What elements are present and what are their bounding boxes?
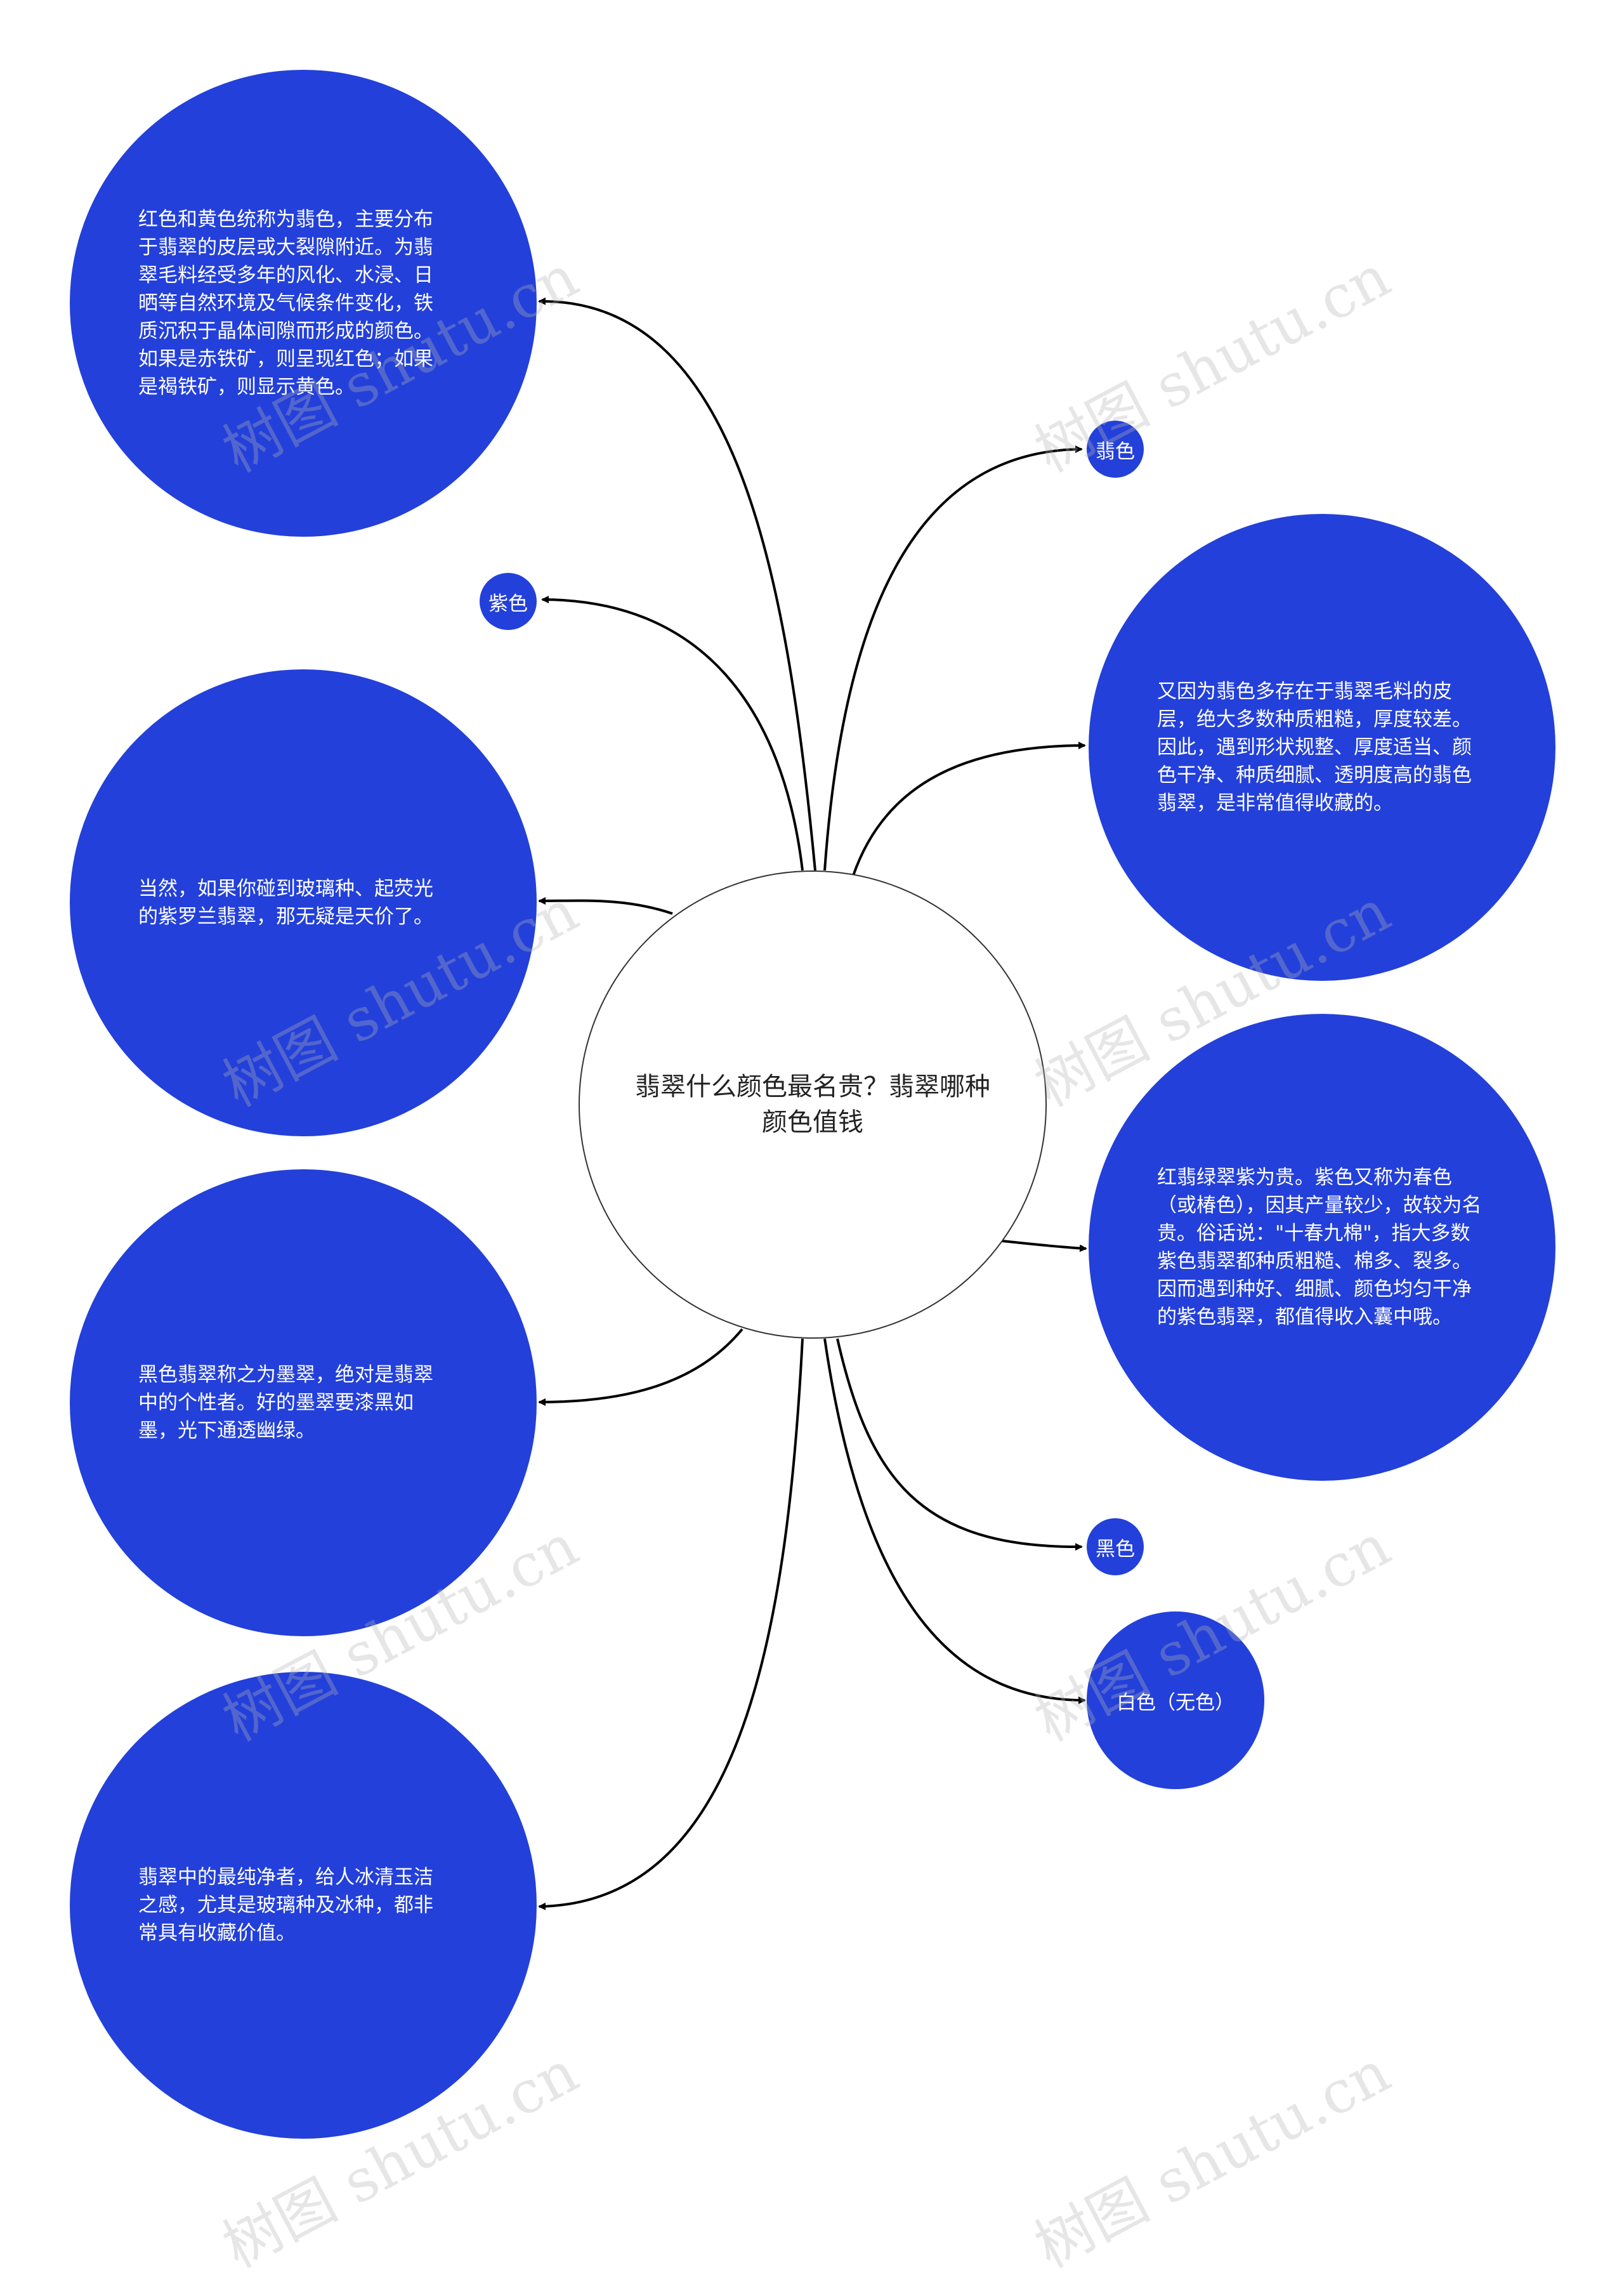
node-black-desc[interactable]: 黑色翡翠称之为墨翠，绝对是翡翠中的个性者。好的墨翠要漆黑如墨，光下通透幽绿。 bbox=[70, 1169, 537, 1636]
node-purple-label-text: 紫色 bbox=[488, 592, 528, 615]
node-purple-long-text: 红翡绿翠紫为贵。紫色又称为春色（或椿色），因其产量较少，故较为名贵。俗话说："十… bbox=[1157, 1166, 1482, 1329]
edge-black-label bbox=[836, 1338, 1083, 1551]
edge-white-label bbox=[823, 1338, 1086, 1704]
node-purple-desc-text: 当然，如果你碰到玻璃种、起荧光的紫罗兰翡翠，那无疑是天价了。 bbox=[138, 877, 433, 928]
node-red-yellow-text: 红色和黄色统称为翡色，主要分布于翡翠的皮层或大裂隙附近。为翡翠毛料经受多年的风化… bbox=[138, 208, 433, 398]
node-red-yellow[interactable]: 红色和黄色统称为翡色，主要分布于翡翠的皮层或大裂隙附近。为翡翠毛料经受多年的风化… bbox=[70, 70, 537, 537]
node-fei-label[interactable]: 翡色 bbox=[1087, 421, 1144, 478]
central-topic[interactable]: 翡翠什么颜色最名贵？翡翠哪种颜色值钱 bbox=[579, 870, 1047, 1339]
edge-fei-label bbox=[823, 445, 1083, 871]
node-purple-long[interactable]: 红翡绿翠紫为贵。紫色又称为春色（或椿色），因其产量较少，故较为名贵。俗话说："十… bbox=[1089, 1014, 1555, 1481]
node-black-label-text: 黑色 bbox=[1096, 1537, 1135, 1561]
connector-lines bbox=[538, 297, 1087, 1910]
edge-fei-desc bbox=[852, 742, 1086, 876]
edge-purple-desc bbox=[538, 896, 673, 915]
node-white-desc-text: 翡翠中的最纯净者，给人冰清玉洁之感，尤其是玻璃种及冰种，都非常具有收藏价值。 bbox=[138, 1866, 433, 1945]
node-fei-desc[interactable]: 又因为翡色多存在于翡翠毛料的皮层，绝大多数种质粗糙，厚度较差。因此，遇到形状规整… bbox=[1089, 514, 1555, 981]
edge-red-yellow bbox=[538, 297, 816, 871]
edge-purple-label bbox=[541, 596, 804, 871]
node-white-desc[interactable]: 翡翠中的最纯净者，给人冰清玉洁之感，尤其是玻璃种及冰种，都非常具有收藏价值。 bbox=[70, 1672, 537, 2139]
edge-purple-long bbox=[995, 1239, 1087, 1252]
node-fei-desc-text: 又因为翡色多存在于翡翠毛料的皮层，绝大多数种质粗糙，厚度较差。因此，遇到形状规整… bbox=[1157, 680, 1472, 815]
edge-white-desc bbox=[538, 1338, 804, 1910]
node-black-desc-text: 黑色翡翠称之为墨翠，绝对是翡翠中的个性者。好的墨翠要漆黑如墨，光下通透幽绿。 bbox=[138, 1363, 433, 1442]
node-white-label-text: 白色（无色） bbox=[1116, 1691, 1234, 1714]
node-purple-desc[interactable]: 当然，如果你碰到玻璃种、起荧光的紫罗兰翡翠，那无疑是天价了。 bbox=[70, 669, 537, 1136]
node-purple-label[interactable]: 紫色 bbox=[480, 573, 537, 630]
edge-black-desc bbox=[538, 1328, 743, 1406]
node-black-label[interactable]: 黑色 bbox=[1087, 1518, 1144, 1575]
node-white-label[interactable]: 白色（无色） bbox=[1087, 1611, 1264, 1789]
central-topic-text: 翡翠什么颜色最名贵？翡翠哪种颜色值钱 bbox=[635, 1072, 990, 1137]
node-fei-label-text: 翡色 bbox=[1096, 440, 1135, 463]
